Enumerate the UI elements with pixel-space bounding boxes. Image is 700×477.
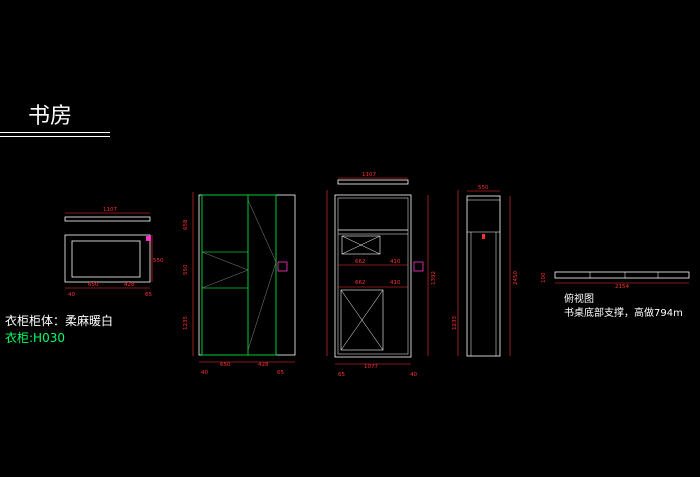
dim-elev2-bottom-width: 1077 [364, 364, 378, 370]
dim-elev2-right-height: 1392 [431, 271, 437, 285]
elevation-side: 550 1233 2450 [452, 185, 519, 357]
dim-elev1-small-right: 65 [277, 370, 284, 376]
code-note: 衣柜:H030 [5, 331, 65, 345]
plan-outline [64, 234, 151, 283]
dim-elev2-top-width: 1107 [362, 172, 376, 178]
dim-elev1-width-right: 428 [258, 362, 269, 368]
elevation-interior: 1107 662 410 662 410 1392 1077 65 40 [326, 172, 437, 378]
dim-elev2-shelf-left: 662 [355, 259, 366, 265]
elev1-door-swing [201, 251, 249, 289]
dim-elev2-shelf-right: 410 [390, 259, 401, 265]
dim-elev2-small-left: 65 [338, 372, 345, 378]
elev3-outline [466, 195, 501, 357]
dim-elev2-small-right: 40 [410, 372, 417, 378]
elev1-door-swing [247, 199, 277, 351]
elev2-inner [337, 197, 409, 355]
elev2-lower-door [340, 289, 384, 351]
dim-elev2-lower-right: 410 [390, 280, 401, 286]
dim-elev3-lower: 1233 [452, 316, 458, 330]
dim-elev1-top: 658 [183, 219, 189, 230]
dim-elev1-bottom: 1235 [183, 316, 189, 330]
elev3-hanger [482, 234, 485, 239]
elevation-doors: 658 550 1235 650 428 40 65 [183, 192, 296, 376]
dim-plan-width: 1107 [103, 207, 117, 213]
desk-top-view: 100 2154 [541, 271, 690, 290]
dim-elev3-total: 2450 [513, 271, 519, 285]
top-view-note: 书桌底部支撑，高做794m [564, 308, 683, 319]
dim-plan-small-right: 65 [145, 292, 152, 298]
elev1-outline [198, 194, 296, 356]
elev2-outline [334, 194, 412, 358]
dim-desk-length: 2154 [615, 284, 629, 290]
title-underline-double [0, 136, 110, 137]
dim-desk-height: 100 [541, 272, 547, 283]
elev1-door-right [247, 194, 277, 356]
elev1-door-left [201, 194, 249, 356]
plan-top-panel [64, 216, 151, 222]
elev2-outlet [413, 261, 424, 272]
dim-elev1-mid: 550 [183, 264, 189, 275]
drawing-title: 书房 [28, 104, 73, 129]
plan-inner [71, 240, 141, 278]
elev1-outlet [277, 261, 288, 272]
top-view-label: 俯视图 [564, 294, 594, 305]
material-note: 衣柜柜体：柔麻暖白 [5, 314, 114, 328]
desk-top [554, 271, 690, 279]
dim-plan-small-left: 40 [68, 292, 75, 298]
elev2-drawer [341, 235, 381, 255]
plan-handle-marker [146, 236, 151, 241]
title-underline [0, 132, 110, 133]
dim-plan-right: 428 [124, 282, 135, 288]
dim-elev1-width-left: 650 [220, 362, 231, 368]
dim-plan-left: 650 [88, 282, 99, 288]
elev2-lower-cross [340, 289, 384, 351]
plan-view: 1107 550 650 428 40 65 [64, 207, 164, 298]
dim-elev3-top-width: 550 [478, 185, 489, 191]
elev2-drawer-cross [341, 235, 381, 255]
dim-plan-side: 550 [153, 258, 164, 264]
dim-elev2-lower-left: 662 [355, 280, 366, 286]
dim-elev1-small-left: 40 [201, 370, 208, 376]
elev2-top-panel [337, 179, 409, 185]
